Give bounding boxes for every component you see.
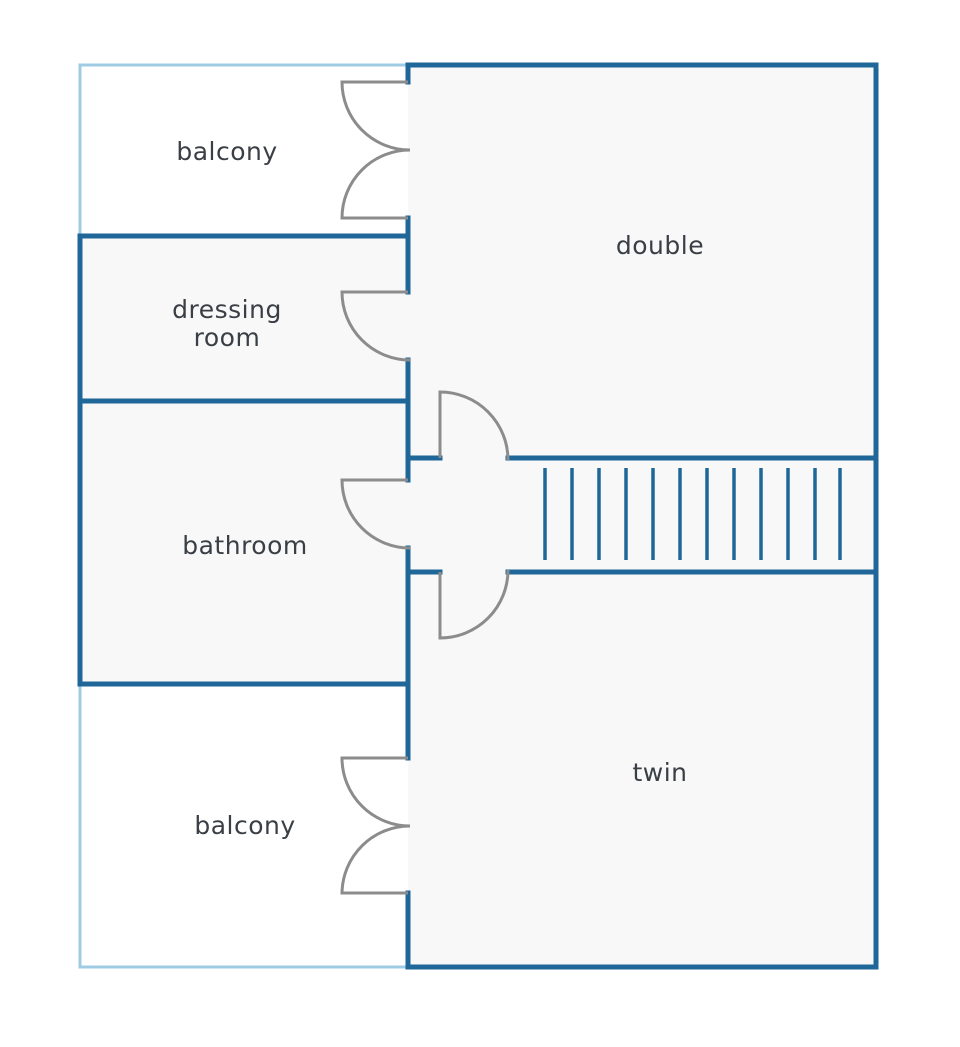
main-outer-wall: [405, 62, 879, 970]
label-dressing-line1: dressing: [172, 295, 282, 324]
room-bathroom: [80, 401, 408, 684]
staircase: [543, 468, 842, 560]
label-bathroom: bathroom: [182, 531, 308, 560]
door-balcony-bottom-lower[interactable]: [340, 824, 411, 895]
door-bathroom[interactable]: [340, 478, 411, 550]
door-balcony-top-upper[interactable]: [340, 80, 411, 152]
door-balcony-bottom-upper[interactable]: [340, 756, 411, 828]
door-balcony-top-lower[interactable]: [340, 148, 411, 220]
door-twin[interactable]: [438, 569, 510, 640]
balcony-bottom-outline: [78, 684, 408, 969]
room-dressing: [80, 236, 408, 401]
label-dressing-line2: room: [194, 323, 261, 352]
door-dressing-room[interactable]: [340, 290, 411, 362]
label-twin: twin: [632, 758, 687, 787]
room-stair-hall: [408, 458, 876, 572]
room-balcony-bottom: [80, 684, 408, 966]
door-double[interactable]: [438, 390, 510, 461]
label-double: double: [616, 231, 704, 260]
room-balcony-top: [80, 66, 408, 236]
label-balcony-bottom: balcony: [194, 811, 295, 840]
room-double: [408, 66, 876, 458]
label-balcony-top: balcony: [176, 137, 277, 166]
balcony-top-outline: [78, 63, 408, 236]
room-twin: [408, 572, 876, 966]
